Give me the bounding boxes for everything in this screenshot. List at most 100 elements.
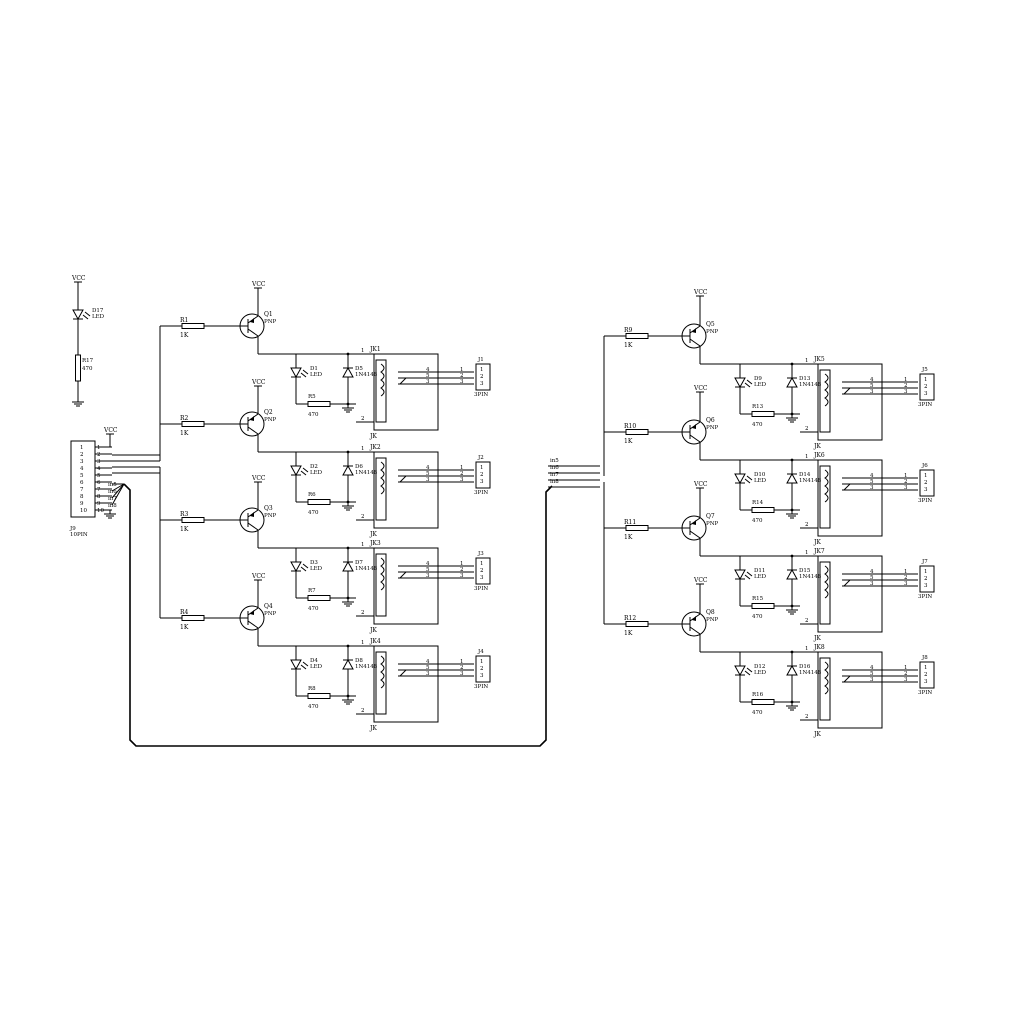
connector-pin-label: 2 bbox=[480, 472, 484, 478]
header-net-label: in7 bbox=[108, 496, 117, 502]
base-resistor-ref: R9 bbox=[624, 327, 633, 334]
relay-pin-number: 2 bbox=[361, 416, 365, 422]
relay-output-pin-number: 4 bbox=[870, 377, 874, 383]
relay-output-pin-number: 4 bbox=[870, 665, 874, 671]
diode-triangle bbox=[786, 472, 798, 484]
led-arrow bbox=[302, 467, 309, 473]
relay-output-pin-number: 4 bbox=[870, 473, 874, 479]
relay-value: JK bbox=[813, 635, 821, 642]
header-pin-number: 4 bbox=[80, 466, 84, 472]
led-value: LED bbox=[754, 382, 767, 388]
relay-output-pin-number: 5 bbox=[870, 383, 874, 389]
bus-entry bbox=[111, 483, 125, 492]
connector-pin-label: 1 bbox=[480, 659, 484, 665]
vcc-symbol: VCC bbox=[103, 427, 118, 440]
relay-contact bbox=[399, 571, 407, 579]
resistor-body bbox=[307, 693, 331, 699]
transistor-type: PNP bbox=[706, 329, 719, 335]
led-resistor-value: 470 bbox=[752, 518, 763, 524]
transistor-ref: Q7 bbox=[706, 513, 715, 520]
pnp-transistor bbox=[681, 419, 707, 445]
connector-pin-label: 1 bbox=[480, 367, 484, 373]
diode-triangle bbox=[786, 568, 798, 580]
resistor-body bbox=[181, 421, 205, 427]
led-triangle bbox=[72, 309, 84, 321]
relay-coil-box bbox=[819, 465, 831, 529]
led-arrow bbox=[746, 379, 753, 385]
relay-output-pin-number: 3 bbox=[870, 677, 874, 683]
connector-pin-number: 3 bbox=[460, 379, 464, 385]
power-led-ref: D17 bbox=[92, 308, 104, 314]
led-arrow bbox=[84, 311, 91, 317]
connector-pin-number: 1 bbox=[460, 561, 464, 567]
vcc-label: VCC bbox=[251, 475, 266, 482]
relay-output-pin-number: 5 bbox=[426, 567, 430, 573]
connector-pin-number: 1 bbox=[904, 665, 908, 671]
header-pin-number: 5 bbox=[80, 473, 84, 479]
vcc-symbol: VCC bbox=[693, 481, 708, 494]
relay-ref: JK4 bbox=[369, 638, 381, 645]
header-ref: J9 bbox=[69, 526, 76, 532]
ground-symbol bbox=[786, 414, 798, 423]
relay-output-pin-number: 5 bbox=[870, 479, 874, 485]
connector-pin-number: 1 bbox=[460, 465, 464, 471]
diode-triangle bbox=[342, 464, 354, 476]
ground-symbol bbox=[786, 702, 798, 711]
connector-pin-number: 2 bbox=[460, 471, 464, 477]
ground-symbol bbox=[342, 598, 354, 607]
header-pin-label: 6 bbox=[97, 480, 101, 486]
relay-coil-box bbox=[819, 369, 831, 433]
resistor-body bbox=[307, 499, 331, 505]
relay-pin-number: 2 bbox=[805, 426, 809, 432]
connector-pin-number: 3 bbox=[460, 477, 464, 483]
vcc-symbol: VCC bbox=[693, 289, 708, 302]
vcc-symbol: VCC bbox=[251, 475, 266, 488]
connector-pin-number: 1 bbox=[460, 367, 464, 373]
pnp-transistor bbox=[681, 515, 707, 541]
base-resistor-value: 1K bbox=[624, 630, 633, 637]
vcc-symbol: VCC bbox=[251, 379, 266, 392]
connector-pin-number: 2 bbox=[904, 383, 908, 389]
vcc-label: VCC bbox=[251, 379, 266, 386]
base-resistor-ref: R1 bbox=[180, 317, 188, 324]
connector-value: 3PIN bbox=[918, 498, 932, 504]
relay-channel-6: R101KQ6PNPVCCD10LEDR14470D141N414812JK6J… bbox=[603, 385, 935, 546]
connector-ref: J4 bbox=[477, 649, 484, 655]
relay-value: JK bbox=[369, 531, 377, 538]
connector-pin-number: 2 bbox=[460, 567, 464, 573]
led-ref: D4 bbox=[310, 658, 318, 664]
relay-contact bbox=[399, 669, 407, 677]
bus-net-label: in5 bbox=[550, 458, 559, 464]
led-arrow bbox=[746, 475, 753, 481]
transistor-ref: Q5 bbox=[706, 321, 715, 328]
led-symbol bbox=[72, 309, 91, 321]
header-pin-number: 7 bbox=[80, 487, 84, 493]
diode-ref: D14 bbox=[799, 472, 811, 478]
connector-pin-label: 1 bbox=[924, 665, 928, 671]
diode-value: 1N4148 bbox=[799, 670, 822, 676]
relay-value: JK bbox=[813, 539, 821, 546]
base-resistor-ref: R4 bbox=[180, 609, 189, 616]
led-resistor-value: 470 bbox=[752, 422, 763, 428]
flyback-diode bbox=[786, 568, 798, 580]
flyback-diode bbox=[342, 560, 354, 572]
relay-coil bbox=[380, 655, 385, 689]
relay-box bbox=[373, 547, 439, 625]
relay-coil bbox=[824, 373, 829, 407]
led-resistor-value: 470 bbox=[308, 412, 319, 418]
connector-pin-number: 1 bbox=[460, 659, 464, 665]
diode-triangle bbox=[342, 560, 354, 572]
connector-ref: J2 bbox=[477, 455, 484, 461]
led-arrow bbox=[744, 382, 751, 388]
transistor-arrow bbox=[250, 610, 254, 615]
led-triangle bbox=[734, 665, 746, 677]
header-body bbox=[70, 440, 96, 518]
transistor-arrow bbox=[250, 512, 254, 517]
led-symbol bbox=[290, 367, 309, 379]
connector-pin-number: 3 bbox=[904, 389, 908, 395]
relay-box bbox=[817, 651, 883, 729]
relay-value: JK bbox=[369, 433, 377, 440]
relay-pin-number: 1 bbox=[805, 646, 809, 652]
led-resistor-value: 470 bbox=[308, 606, 319, 612]
